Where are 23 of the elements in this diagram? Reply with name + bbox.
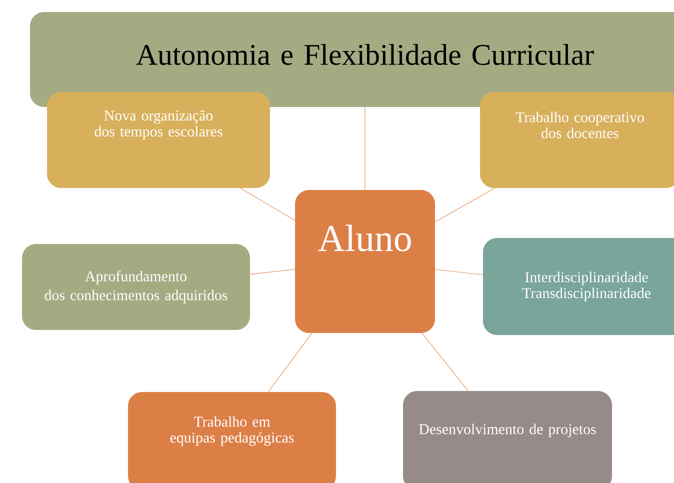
connector-line (434, 269, 484, 276)
topic-box (480, 92, 674, 188)
node-text: Desenvolvimento de projetos (419, 424, 596, 438)
node-text: Aprofundamento dos conhecimentos adquiridos (44, 270, 228, 304)
topic-box (483, 238, 674, 335)
connector-line (240, 188, 296, 221)
central-box (295, 190, 435, 333)
connector-line (250, 268, 296, 275)
topic-box (403, 391, 612, 483)
node-text: Nova organização dos tempos escolares (94, 110, 222, 140)
node-text: Interdisciplinaridade Transdisciplinaridade (522, 272, 650, 302)
connector-line (268, 332, 312, 392)
topic-box (22, 244, 250, 330)
node-text: Trabalho em equipas pedagógicas (170, 416, 294, 446)
node-text: Trabalho cooperativo dos docentes (516, 112, 644, 138)
title-box (30, 12, 674, 107)
connector-line (422, 332, 468, 392)
node-text: Aluno (318, 224, 411, 252)
node-text: Autonomia e Flexibilidade Curricular (136, 44, 594, 66)
topic-box (47, 92, 270, 188)
connector-line (434, 188, 496, 222)
topic-box (128, 392, 336, 483)
connector-line (364, 106, 366, 190)
